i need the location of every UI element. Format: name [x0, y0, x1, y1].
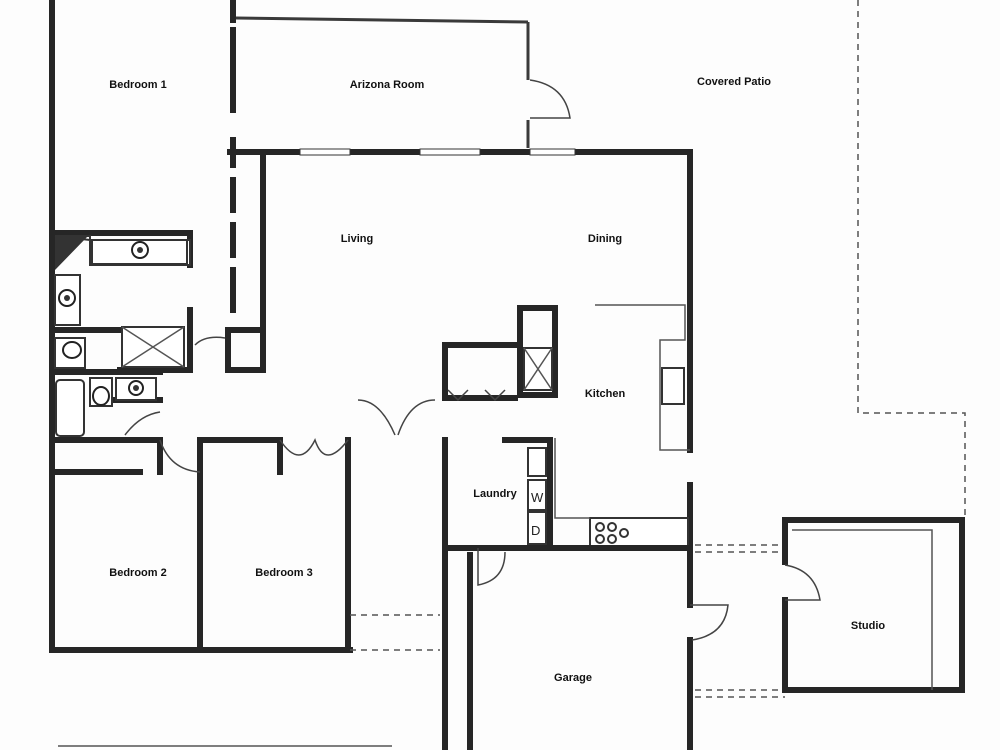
room-label-bedroom3: Bedroom 3: [255, 567, 313, 579]
bedroom-walls: [49, 437, 440, 653]
bedroom1-walls: [225, 27, 266, 373]
garage: [467, 552, 729, 750]
studio: [782, 517, 965, 693]
room-label-laundry: Laundry: [473, 488, 517, 500]
master-bath: [49, 230, 193, 373]
kitchen: [442, 304, 690, 547]
room-label-arizona-room: Arizona Room: [349, 79, 425, 91]
covered-patio-outline: [695, 0, 966, 698]
room-label-covered-patio: Covered Patio: [697, 76, 771, 88]
living-doors: [194, 79, 571, 436]
room-label-living: Living: [340, 233, 374, 245]
dryer-label: D: [531, 523, 540, 538]
room-label-studio: Studio: [850, 620, 886, 632]
room-label-kitchen: Kitchen: [584, 388, 626, 400]
hall-bath: [49, 369, 163, 437]
room-label-bedroom1: Bedroom 1: [109, 79, 167, 91]
laundry: W D: [442, 437, 693, 750]
room-label-dining: Dining: [587, 233, 623, 245]
room-label-garage: Garage: [554, 672, 592, 684]
washer-label: W: [531, 490, 544, 505]
room-label-bedroom2: Bedroom 2: [109, 567, 167, 579]
windows-top: [299, 148, 576, 156]
